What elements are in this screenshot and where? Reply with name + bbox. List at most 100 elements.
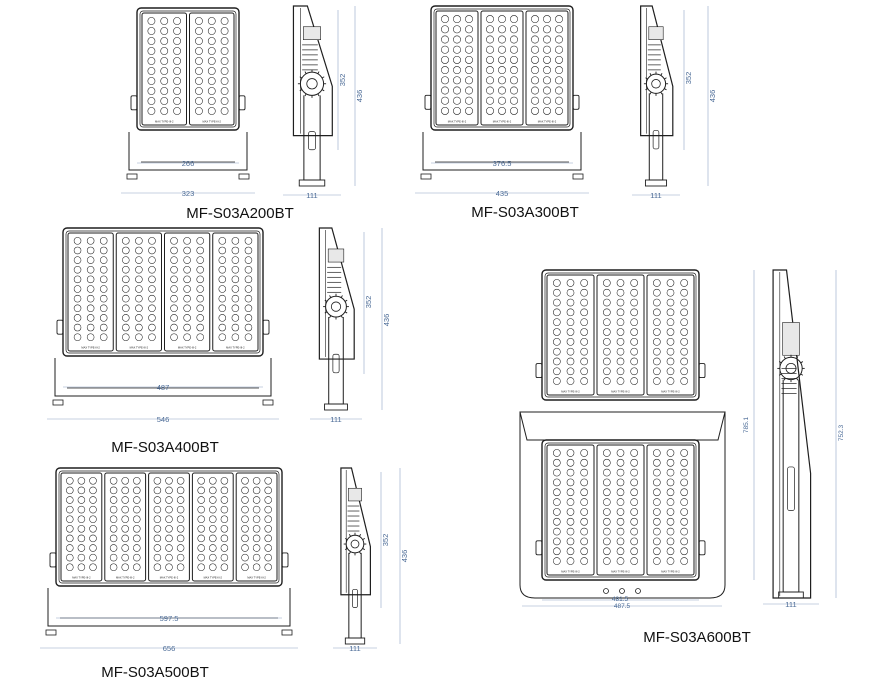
led-lens	[566, 517, 575, 526]
led-lens	[666, 279, 675, 287]
led-lens	[553, 537, 561, 546]
led-lens	[207, 37, 216, 45]
module-nameplate: MAX TYPE-III-2	[561, 570, 580, 574]
mount-ear-left	[535, 363, 543, 379]
led-lens	[231, 294, 240, 303]
led-lens	[653, 308, 661, 317]
led-lens	[241, 515, 249, 523]
knuckle-tooth	[362, 537, 366, 541]
led-lens	[603, 458, 611, 467]
led-lens	[580, 537, 588, 546]
led-lens	[147, 87, 156, 95]
led-lens	[165, 496, 173, 504]
led-lens	[176, 534, 185, 543]
led-lens	[231, 237, 240, 245]
knuckle-tooth	[645, 88, 648, 91]
led-lens	[666, 537, 675, 546]
led-lens	[135, 285, 143, 293]
led-lens	[133, 515, 141, 523]
led-lens	[165, 515, 173, 523]
module-nameplate: MAX TYPE-III-2	[493, 120, 512, 124]
led-lens	[498, 45, 506, 54]
led-lens	[121, 515, 129, 523]
led-module	[646, 274, 695, 396]
led-lens	[148, 333, 156, 341]
led-lens	[453, 55, 461, 64]
led-lens	[666, 318, 675, 326]
led-lens	[241, 477, 249, 485]
knuckle-tooth	[359, 534, 362, 537]
knuckle-tooth	[660, 73, 663, 76]
knuckle-tooth	[324, 299, 328, 302]
led-lens	[209, 477, 217, 485]
led-lens	[147, 77, 156, 85]
led-lens	[195, 97, 203, 105]
led-lens	[89, 534, 97, 543]
led-lens	[148, 294, 156, 303]
led-lens	[603, 498, 611, 506]
led-lens	[553, 527, 561, 536]
led-lens	[170, 314, 178, 322]
led-lens	[77, 496, 86, 504]
foot-right	[238, 173, 250, 180]
led-lens	[553, 338, 561, 346]
led-lens	[453, 66, 461, 75]
led-lens	[630, 347, 638, 356]
led-lens	[122, 304, 130, 313]
led-lens	[135, 265, 143, 274]
led-lens	[465, 15, 473, 24]
led-lens	[264, 553, 272, 562]
led-lens	[252, 563, 261, 571]
led-lens	[680, 367, 688, 376]
led-lens	[653, 328, 661, 336]
led-lens	[566, 458, 575, 467]
led-lens	[195, 67, 203, 75]
led-lens	[135, 323, 143, 332]
led-lens	[147, 17, 156, 25]
led-lens	[531, 66, 539, 75]
led-lens	[99, 246, 108, 255]
led-lens	[196, 294, 204, 303]
led-lens	[220, 515, 229, 523]
led-lens	[653, 547, 661, 556]
led-lens	[566, 288, 575, 297]
led-lens	[73, 275, 82, 284]
knuckle-tooth	[344, 548, 348, 551]
led-lens	[173, 87, 181, 95]
knuckle-tooth	[800, 361, 804, 364]
led-lens	[616, 488, 625, 497]
led-lens	[653, 458, 661, 467]
led-lens	[173, 97, 181, 105]
led-lens	[666, 488, 675, 497]
led-lens	[580, 367, 588, 376]
led-lens	[566, 557, 575, 565]
led-lens	[89, 525, 97, 533]
led-lens	[510, 66, 518, 75]
driver-box	[348, 487, 362, 502]
led-lens	[209, 553, 217, 562]
led-lens	[252, 553, 261, 562]
led-lens	[616, 347, 625, 356]
led-lens	[680, 279, 688, 287]
led-lens	[580, 279, 588, 287]
led-lens	[630, 488, 638, 497]
led-lens	[441, 86, 449, 95]
led-lens	[218, 304, 227, 313]
led-lens	[603, 318, 611, 326]
led-lens	[176, 553, 185, 562]
led-lens	[666, 517, 675, 526]
housing-inner-outline	[58, 470, 280, 584]
led-module	[191, 472, 234, 582]
led-lens	[603, 377, 611, 385]
led-lens	[252, 486, 261, 495]
led-lens	[183, 314, 191, 322]
led-lens	[666, 308, 675, 317]
led-lens	[244, 304, 253, 313]
led-lens	[531, 45, 539, 54]
led-lens	[99, 237, 108, 245]
led-lens	[121, 505, 129, 514]
led-lens	[441, 55, 449, 64]
